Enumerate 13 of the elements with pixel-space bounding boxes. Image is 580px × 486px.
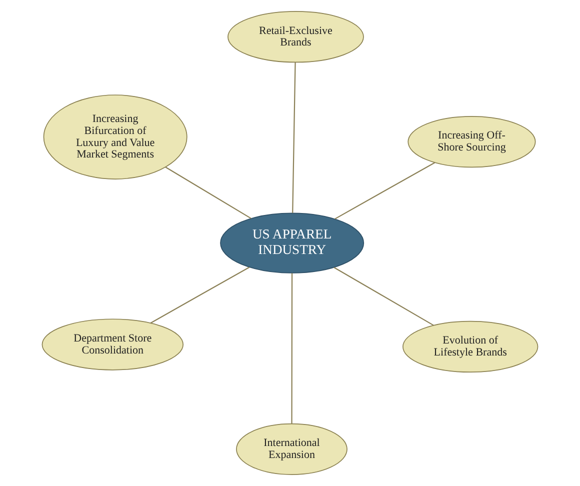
- node-ellipse: Department Store Consolidation: [42, 318, 184, 370]
- node-ellipse: Increasing Off-Shore Sourcing: [408, 116, 536, 168]
- connector: [334, 267, 434, 326]
- node-ellipse: Retail-Exclusive Brands: [228, 11, 364, 63]
- connector: [292, 62, 296, 213]
- connector: [150, 266, 250, 324]
- node-ellipse: Evolution of Lifestyle Brands: [402, 320, 538, 373]
- node-ellipse: US APPAREL INDUSTRY: [220, 212, 364, 274]
- node-ellipse: International Expansion: [236, 423, 348, 475]
- node-ellipse: Increasing Bifurcation of Luxury and Value Market Segments: [43, 94, 188, 180]
- connector: [334, 162, 436, 220]
- connector: [165, 166, 252, 219]
- connector: [291, 273, 293, 424]
